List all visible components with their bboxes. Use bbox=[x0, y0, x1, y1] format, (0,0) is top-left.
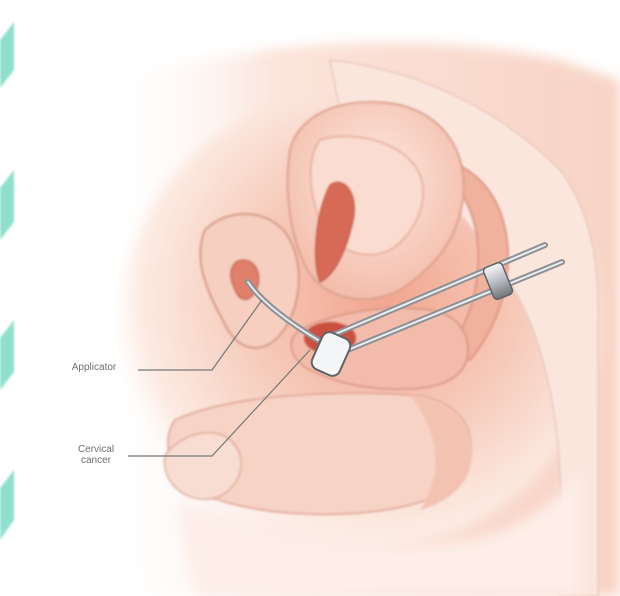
diagonal-stripes-pattern bbox=[0, 22, 14, 540]
pelvis-cross-section bbox=[94, 43, 620, 596]
cervical-cancer-label: Cervical cancer bbox=[68, 444, 124, 466]
cervical-cancer-label-line2: cancer bbox=[68, 455, 124, 466]
cervical-cancer-label-line1: Cervical bbox=[68, 444, 124, 455]
applicator-label: Applicator bbox=[58, 362, 130, 373]
